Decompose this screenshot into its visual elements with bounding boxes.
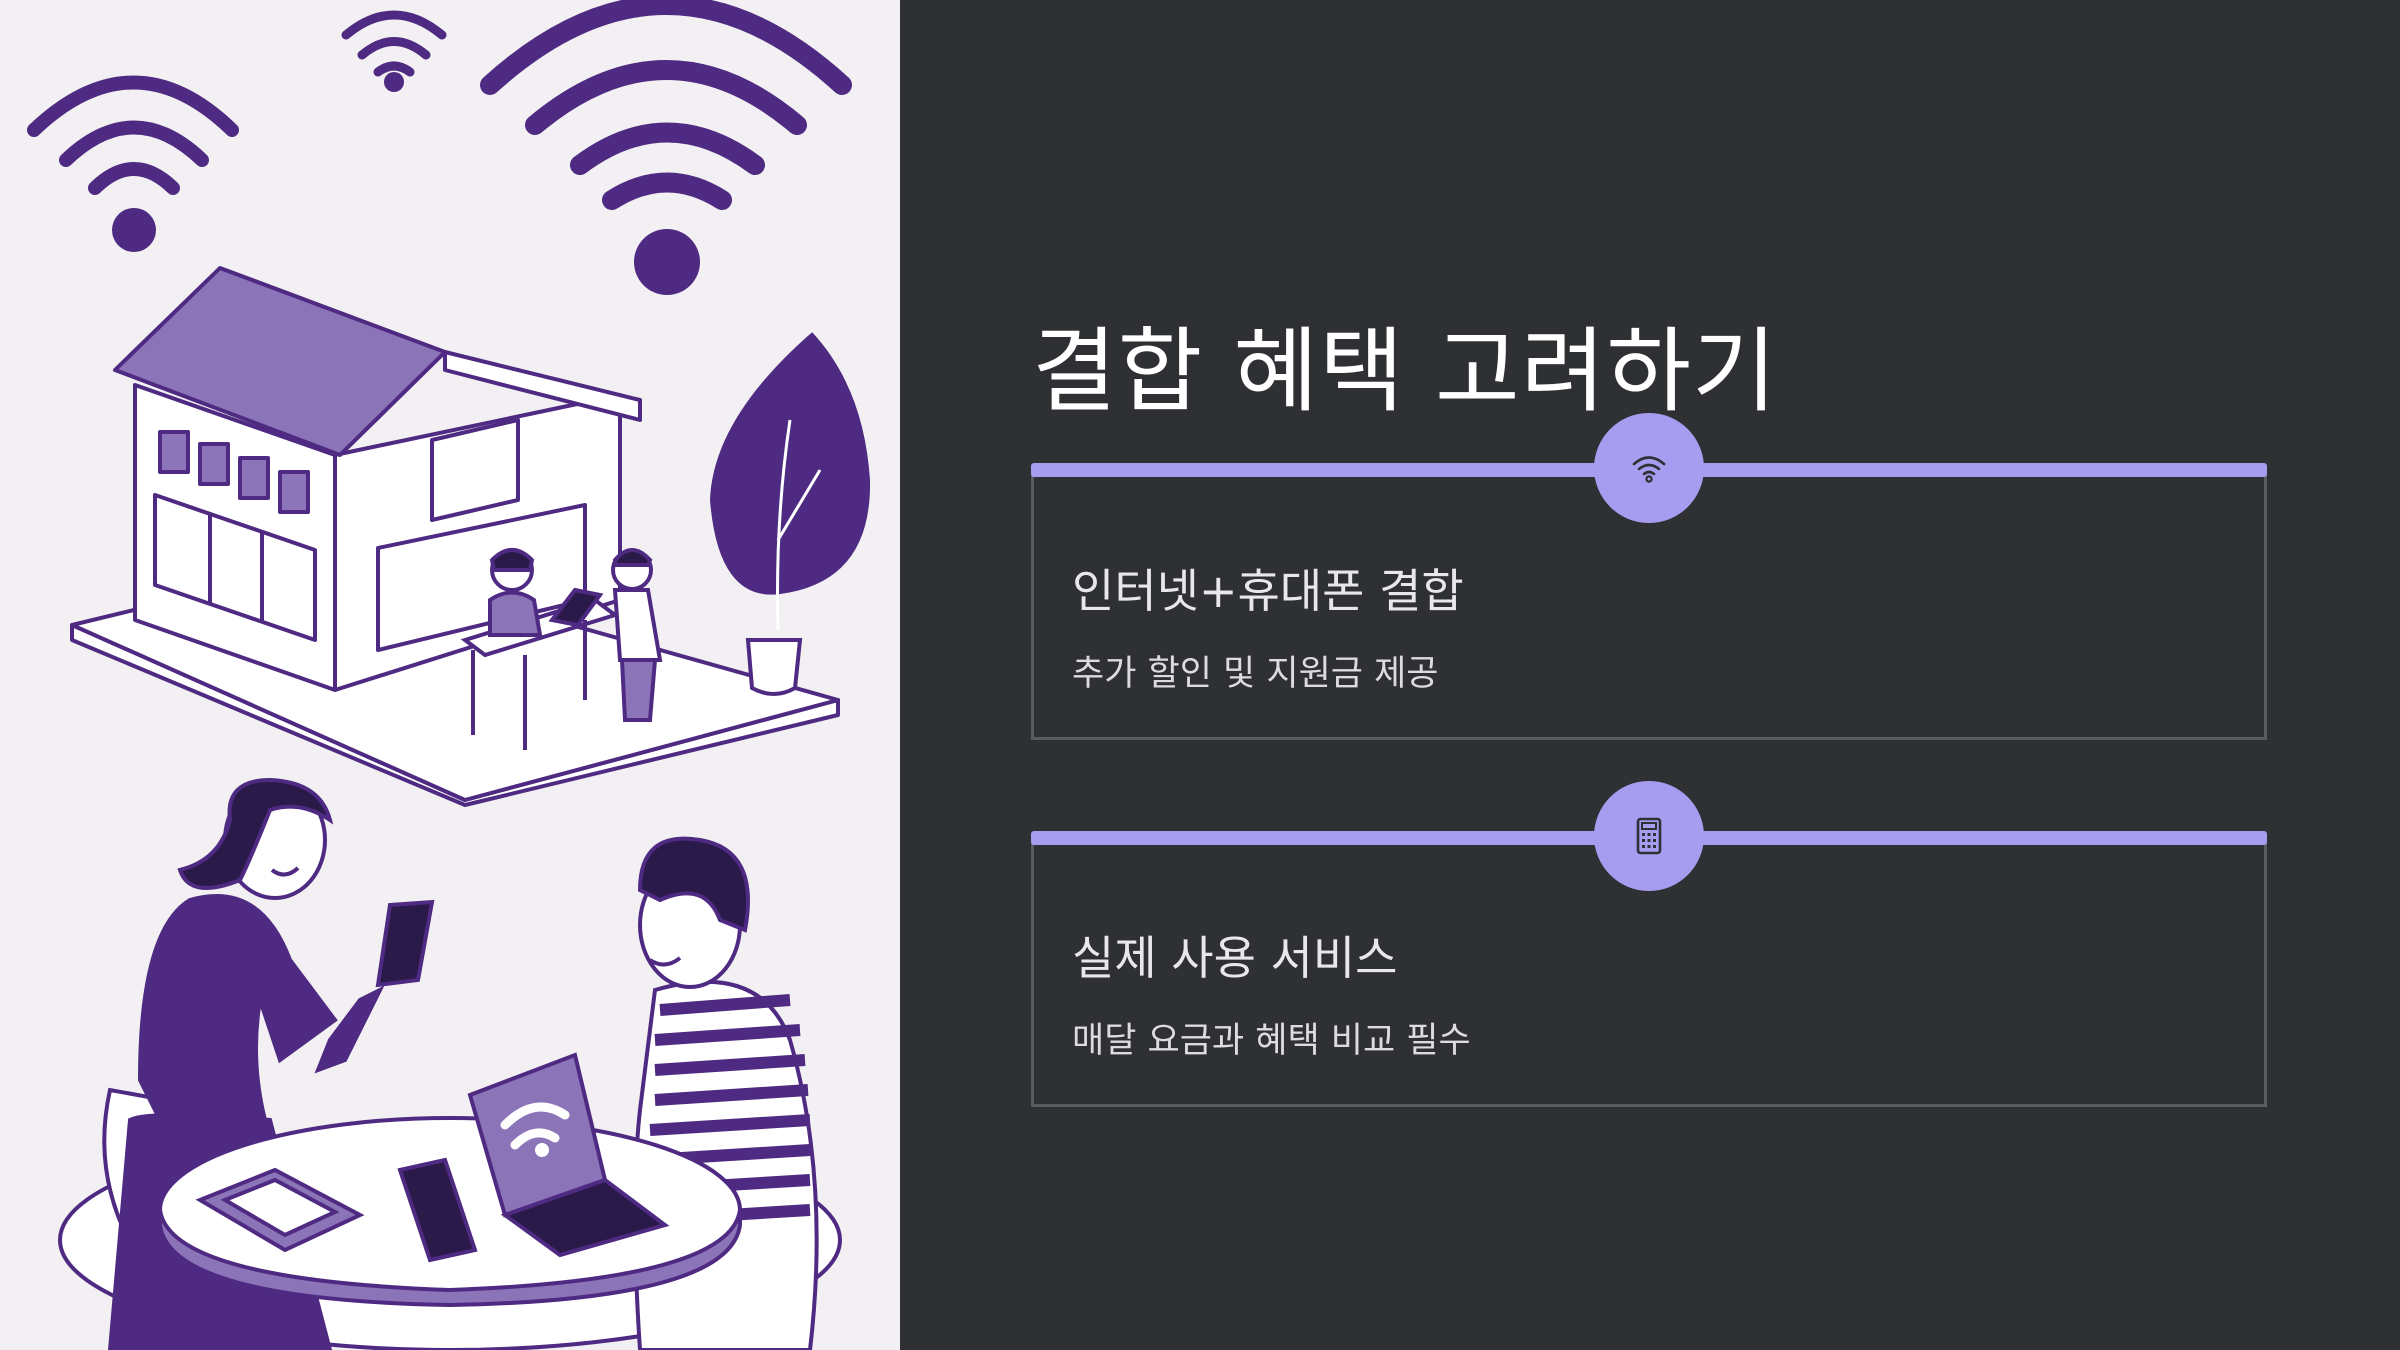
wifi-icon bbox=[1632, 456, 1666, 483]
illustration-panel bbox=[0, 0, 900, 1350]
cafe-table-illustration bbox=[58, 777, 842, 1350]
wifi-signal-icon-left bbox=[27, 75, 239, 252]
people-at-desk-illustration bbox=[460, 548, 663, 750]
benefit-card-compare bbox=[1031, 837, 2267, 1107]
plant-illustration bbox=[709, 332, 871, 696]
card-description: 매달 요금과 혜택 비교 필수 bbox=[1072, 1021, 1471, 1061]
card-description: 추가 할인 및 지원금 제공 bbox=[1072, 654, 1439, 694]
house-illustration bbox=[70, 266, 840, 807]
slide-title: 결합 혜택 고려하기 bbox=[1032, 317, 1778, 425]
card-icon-circle bbox=[1594, 413, 1704, 523]
home-internet-illustration bbox=[27, 0, 871, 1350]
card-heading: 실제 사용 서비스 bbox=[1072, 931, 1398, 985]
card-heading: 인터넷+휴대폰 결합 bbox=[1072, 564, 1464, 618]
wifi-signal-icon-large bbox=[480, 0, 852, 295]
card-icon-circle bbox=[1594, 781, 1704, 891]
calculator-icon bbox=[1636, 817, 1662, 855]
content-panel bbox=[900, 0, 2400, 1350]
benefit-card-bundle bbox=[1031, 470, 2267, 740]
wifi-signal-icon-small bbox=[341, 10, 447, 92]
